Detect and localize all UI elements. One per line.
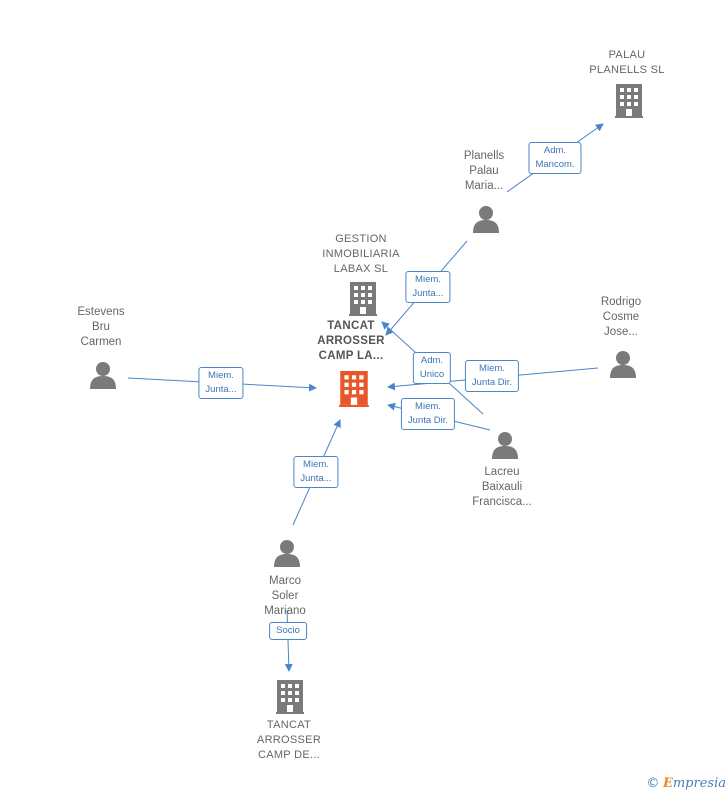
edge-label-line: Junta... <box>412 288 444 299</box>
building-icon[interactable] <box>339 371 369 407</box>
person-icon[interactable] <box>492 432 518 459</box>
label-line: Baixauli <box>481 481 523 493</box>
edge-label-miem-junta-planells[interactable]: Miem. Junta... <box>405 271 451 303</box>
edge-label-socio[interactable]: Socio <box>269 622 307 640</box>
brand-logo: Empresia <box>663 776 726 791</box>
label-line: CAMP LA... <box>318 350 384 362</box>
edge-marco-to-tancat-de <box>284 609 293 672</box>
edge-label-line: Adm. <box>543 145 567 156</box>
building-icon[interactable] <box>276 680 304 714</box>
label-line: GESTION <box>335 233 387 245</box>
label-line: Marco <box>269 575 301 587</box>
edge-label-line: Mancom. <box>535 159 575 170</box>
person-icon[interactable] <box>610 351 636 378</box>
edge-label-line: Adm. <box>420 355 444 366</box>
node-palau-planells-label[interactable]: PALAU PLANELLS SL <box>589 48 664 78</box>
node-gestion-inmobiliaria-label[interactable]: GESTION INMOBILIARIA LABAX SL <box>322 232 400 277</box>
label-line: LABAX SL <box>333 263 389 275</box>
label-line: Mariano <box>264 605 306 617</box>
label-line: Estevens <box>77 306 125 318</box>
node-tancat-arrosser-la-label[interactable]: TANCAT ARROSSER CAMP LA... <box>317 319 385 364</box>
brand-rest: mpresia <box>672 776 726 791</box>
label-line: TANCAT <box>266 719 312 731</box>
person-icon[interactable] <box>90 362 116 389</box>
edge-label-line: Junta Dir. <box>407 415 449 426</box>
label-line: Palau <box>469 165 499 177</box>
edge-label-miem-junta-dir-rodrigo[interactable]: Miem. Junta Dir. <box>464 360 520 392</box>
edge-label-line: Junta... <box>300 473 332 484</box>
brand-initial: E <box>662 776 673 791</box>
edge-label-adm-unico[interactable]: Adm. Unico <box>412 352 452 384</box>
label-line: Francisca... <box>472 496 532 508</box>
label-line: TANCAT <box>327 320 375 332</box>
label-line: Planells <box>463 150 505 162</box>
label-line: Rodrigo <box>600 296 642 308</box>
node-estevens-label[interactable]: Estevens Bru Carmen <box>77 305 124 350</box>
edge-label-adm-mancom[interactable]: Adm. Mancom. <box>528 142 582 174</box>
label-line: Jose... <box>604 326 638 338</box>
node-rodrigo-label[interactable]: Rodrigo Cosme Jose... <box>601 295 641 340</box>
edge-label-line: Unico <box>419 369 445 380</box>
label-line: Carmen <box>80 336 122 348</box>
label-line: PALAU <box>608 49 646 61</box>
label-line: ARROSSER <box>317 335 385 347</box>
building-icon[interactable] <box>349 282 377 316</box>
edge-label-line: Miem. <box>208 370 234 381</box>
footer-brand[interactable]: © Empresia <box>646 775 726 791</box>
label-line: CAMP DE... <box>257 749 321 761</box>
label-line: Lacreu <box>484 466 520 478</box>
label-line: INMOBILIARIA <box>322 248 400 260</box>
edge-label-line: Miem. <box>415 401 441 412</box>
label-line: ARROSSER <box>256 734 322 746</box>
building-icon[interactable] <box>615 84 643 118</box>
label-line: Cosme <box>602 311 640 323</box>
node-tancat-arrosser-de-label[interactable]: TANCAT ARROSSER CAMP DE... <box>257 718 321 763</box>
person-icon[interactable] <box>274 540 300 567</box>
edge-label-miem-junta-dir-lacreu[interactable]: Miem. Junta Dir. <box>400 398 456 430</box>
label-line: Soler <box>271 590 299 602</box>
edge-label-line: Miem. <box>303 459 329 470</box>
edge-label-line: Socio <box>276 625 300 636</box>
label-line: PLANELLS SL <box>589 64 665 76</box>
label-line: Bru <box>92 321 110 333</box>
person-icon[interactable] <box>473 206 499 233</box>
node-marco-label[interactable]: Marco Soler Mariano <box>264 574 306 619</box>
edge-label-line: Junta... <box>205 384 237 395</box>
edge-label-line: Junta Dir. <box>471 377 513 388</box>
node-planells-palau-label[interactable]: Planells Palau Maria... <box>464 149 504 194</box>
node-lacreu-label[interactable]: Lacreu Baixauli Francisca... <box>472 465 531 510</box>
copyright-symbol: © <box>646 776 660 791</box>
edge-label-line: Miem. <box>415 274 441 285</box>
label-line: Maria... <box>464 180 504 192</box>
edge-label-miem-junta-marco[interactable]: Miem. Junta... <box>293 456 339 488</box>
edge-label-miem-junta-estevens[interactable]: Miem. Junta... <box>198 367 244 399</box>
edge-label-line: Miem. <box>479 363 505 374</box>
